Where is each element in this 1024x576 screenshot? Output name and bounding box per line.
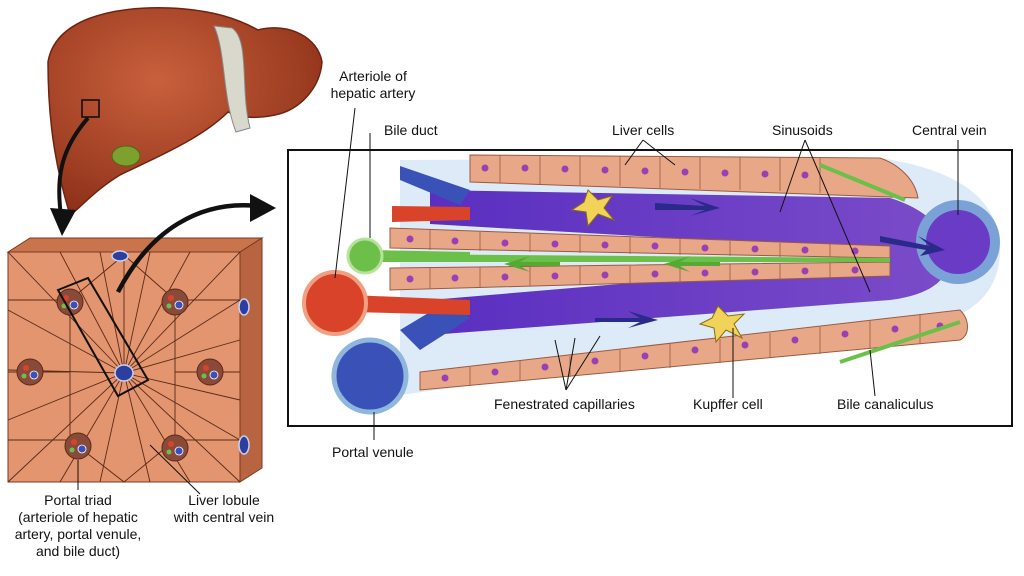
sample-box	[81, 99, 100, 118]
liver-organ	[47, 7, 323, 217]
portal-triad-line2: (arteriole of hepatic	[18, 509, 138, 525]
arrow-to-detail	[116, 203, 259, 294]
bile-canaliculus-label: Bile canaliculus	[837, 396, 934, 412]
central-vein-label: Central vein	[912, 122, 987, 138]
portal-venule-label: Portal venule	[332, 444, 414, 460]
selection-box	[56, 276, 150, 398]
bile-duct-label: Bile duct	[384, 122, 438, 138]
portal-triad-line4: and bile duct)	[35, 543, 121, 559]
portal-triad-label: Portal triad (arteriole of hepatic arter…	[0, 492, 156, 560]
sinusoids-label: Sinusoids	[772, 122, 833, 138]
kupffer-cell-label: Kupffer cell	[693, 396, 763, 412]
liver-lobule-line1: Liver lobule	[188, 492, 260, 508]
arteriole-label-line1: Arteriole of	[339, 68, 407, 84]
liver-lobule-block	[6, 237, 264, 483]
portal-triads	[16, 288, 224, 462]
portal-triad-line3: artery, portal venule,	[14, 526, 142, 542]
fenestrated-capillaries-label: Fenestrated capillaries	[494, 396, 635, 412]
arteriole-label: Arteriole of hepatic artery	[318, 68, 428, 102]
arteriole-label-line2: hepatic artery	[330, 85, 416, 101]
sinusoid-detail	[302, 107, 1000, 440]
liver-lobule-label: Liver lobule with central vein	[162, 492, 286, 526]
liver-lobule-line2: with central vein	[173, 509, 275, 525]
liver-cells-label: Liver cells	[612, 122, 675, 138]
portal-triad-line1: Portal triad	[44, 492, 112, 508]
